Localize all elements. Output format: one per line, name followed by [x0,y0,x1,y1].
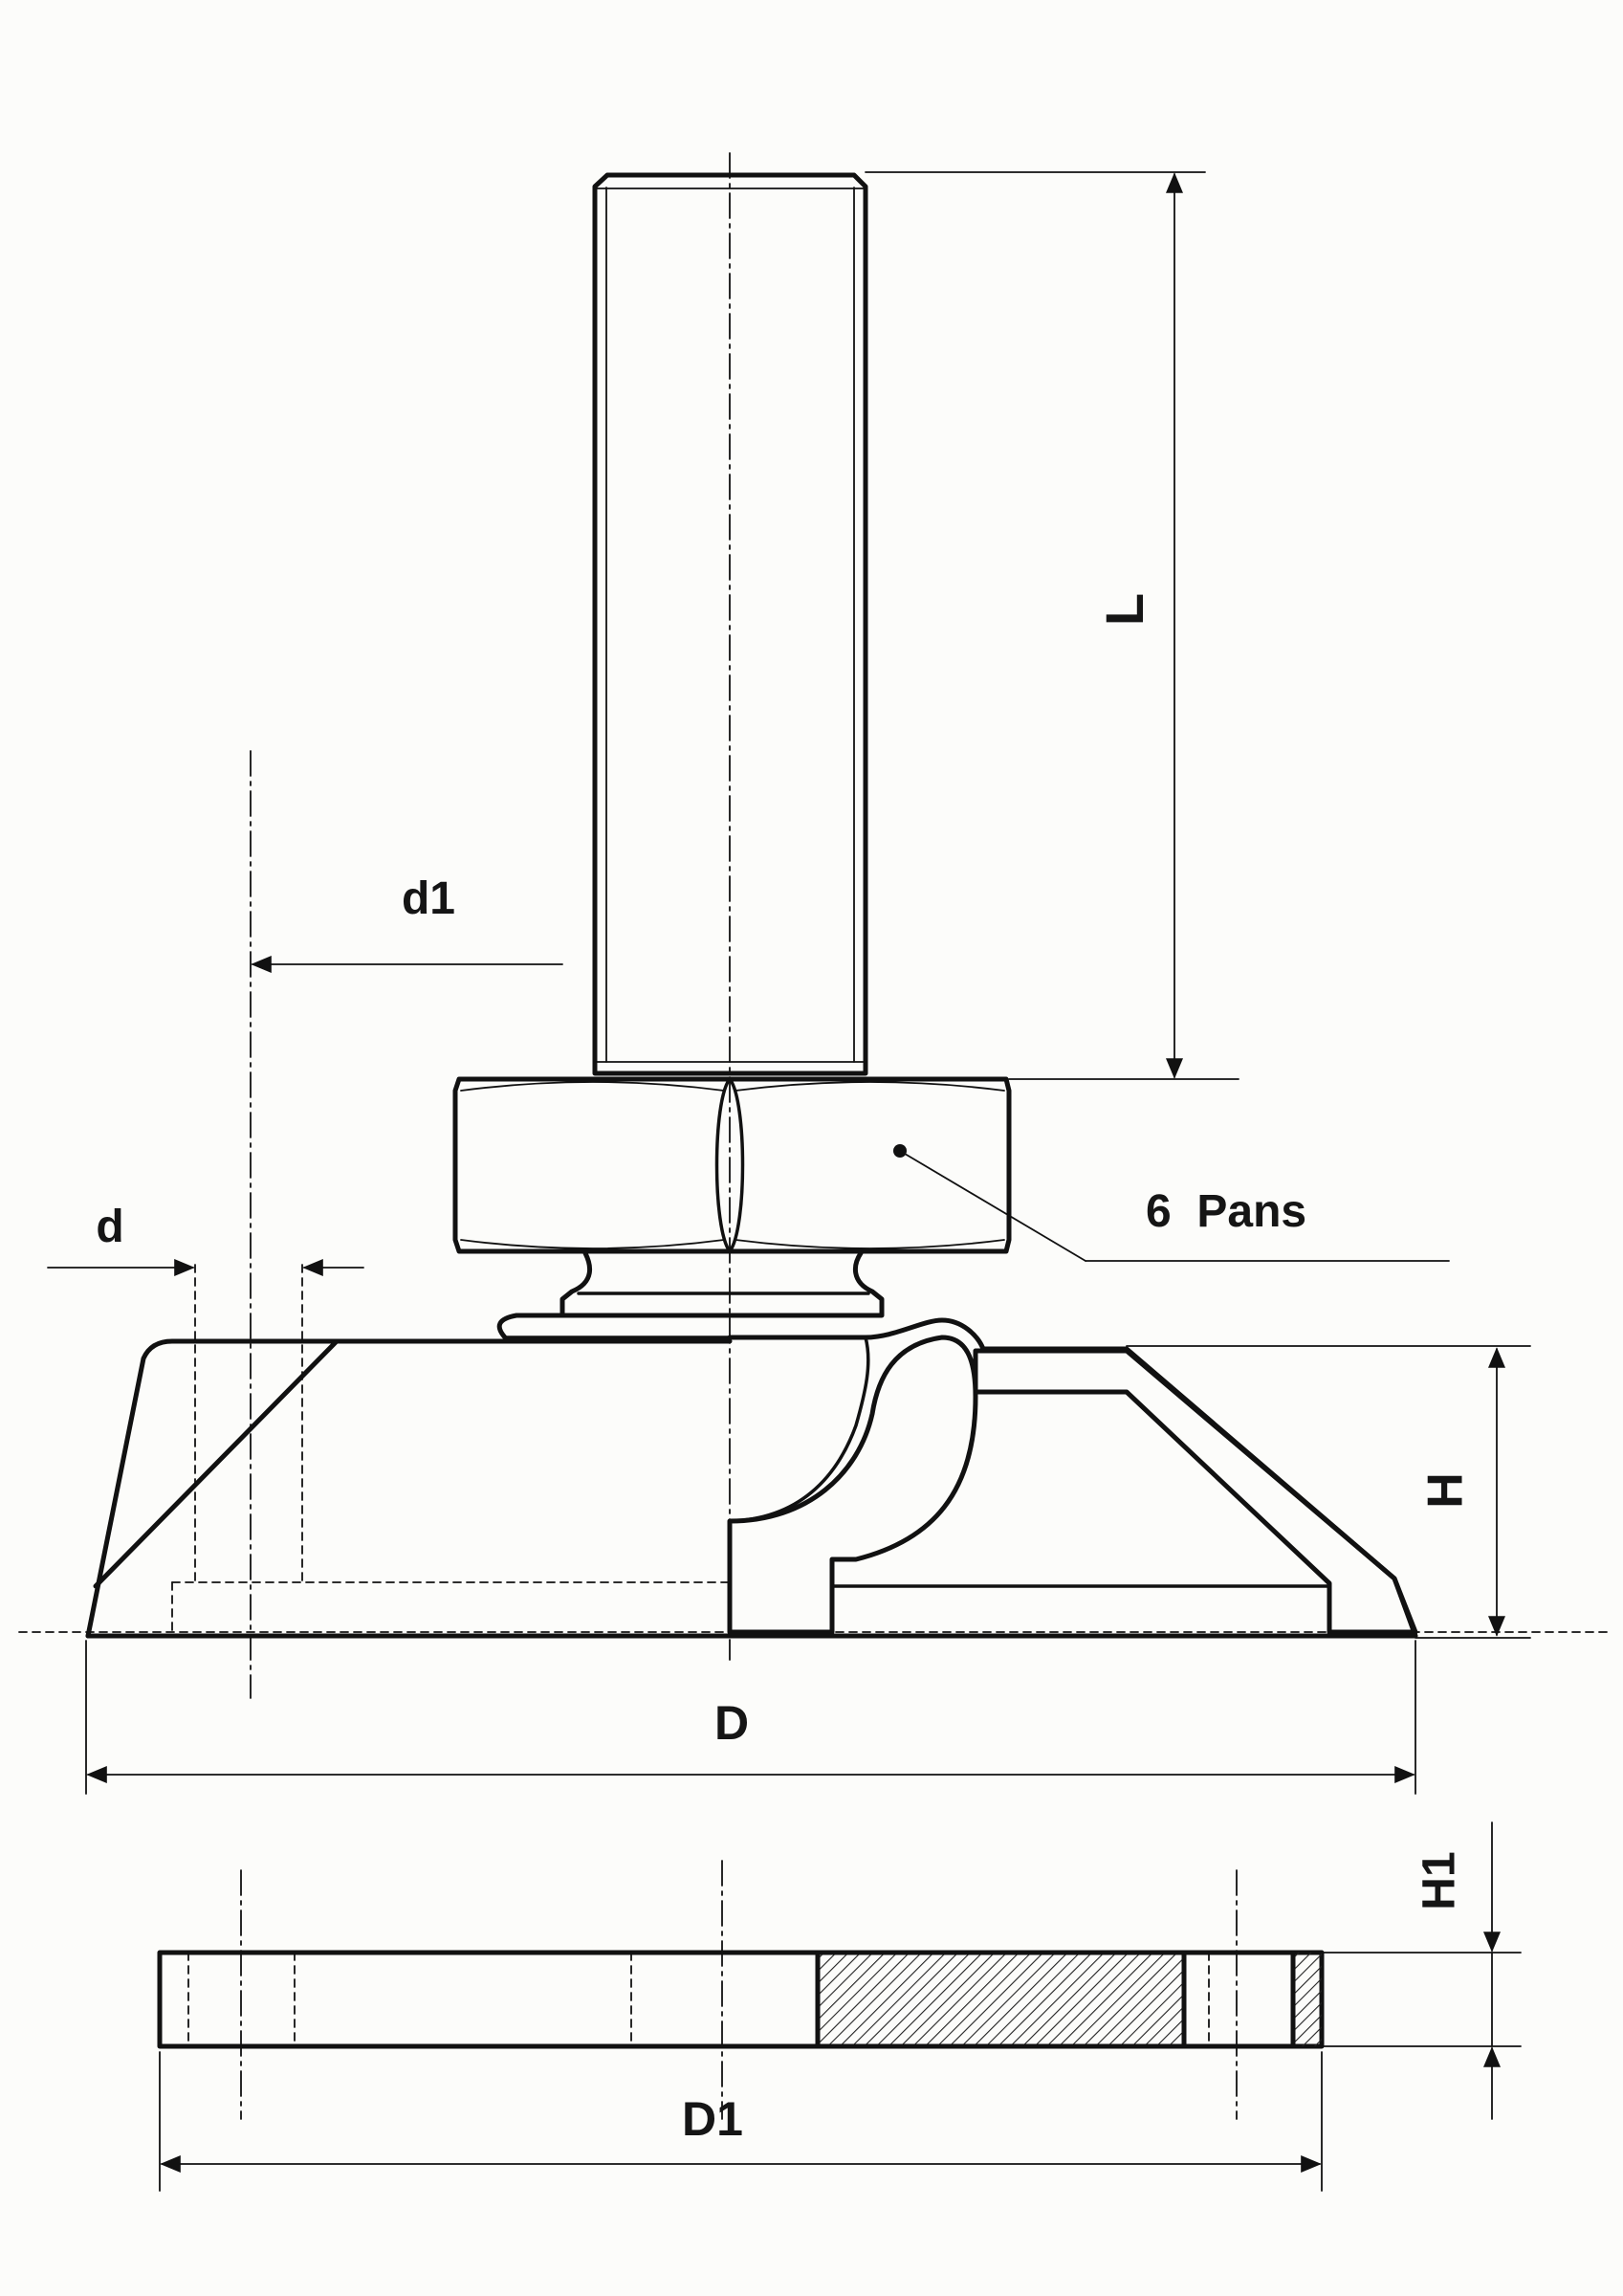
dim-D [85,1640,1416,1795]
dim-D1 [159,2051,1323,2192]
ball-neck [496,1250,885,1340]
base-section-right [727,1317,1418,1639]
hex-nut [452,1076,1450,1262]
label-D: D [714,1696,749,1750]
label-d: d [96,1202,123,1252]
label-L: L [1094,593,1154,626]
label-d1: d1 [402,873,455,924]
dim-L [865,171,1239,1080]
label-D1: D1 [682,2092,743,2146]
dim-H1 [1321,1821,1522,2120]
dim-H [1126,1345,1531,1639]
label-H: H [1418,1472,1474,1509]
threaded-stud [592,172,868,1076]
base-exterior-left [85,1264,733,1639]
label-H1: H1 [1415,1851,1465,1910]
label-6-pans: 6 Pans [1146,1186,1306,1237]
washer-plate [157,1950,1325,2049]
